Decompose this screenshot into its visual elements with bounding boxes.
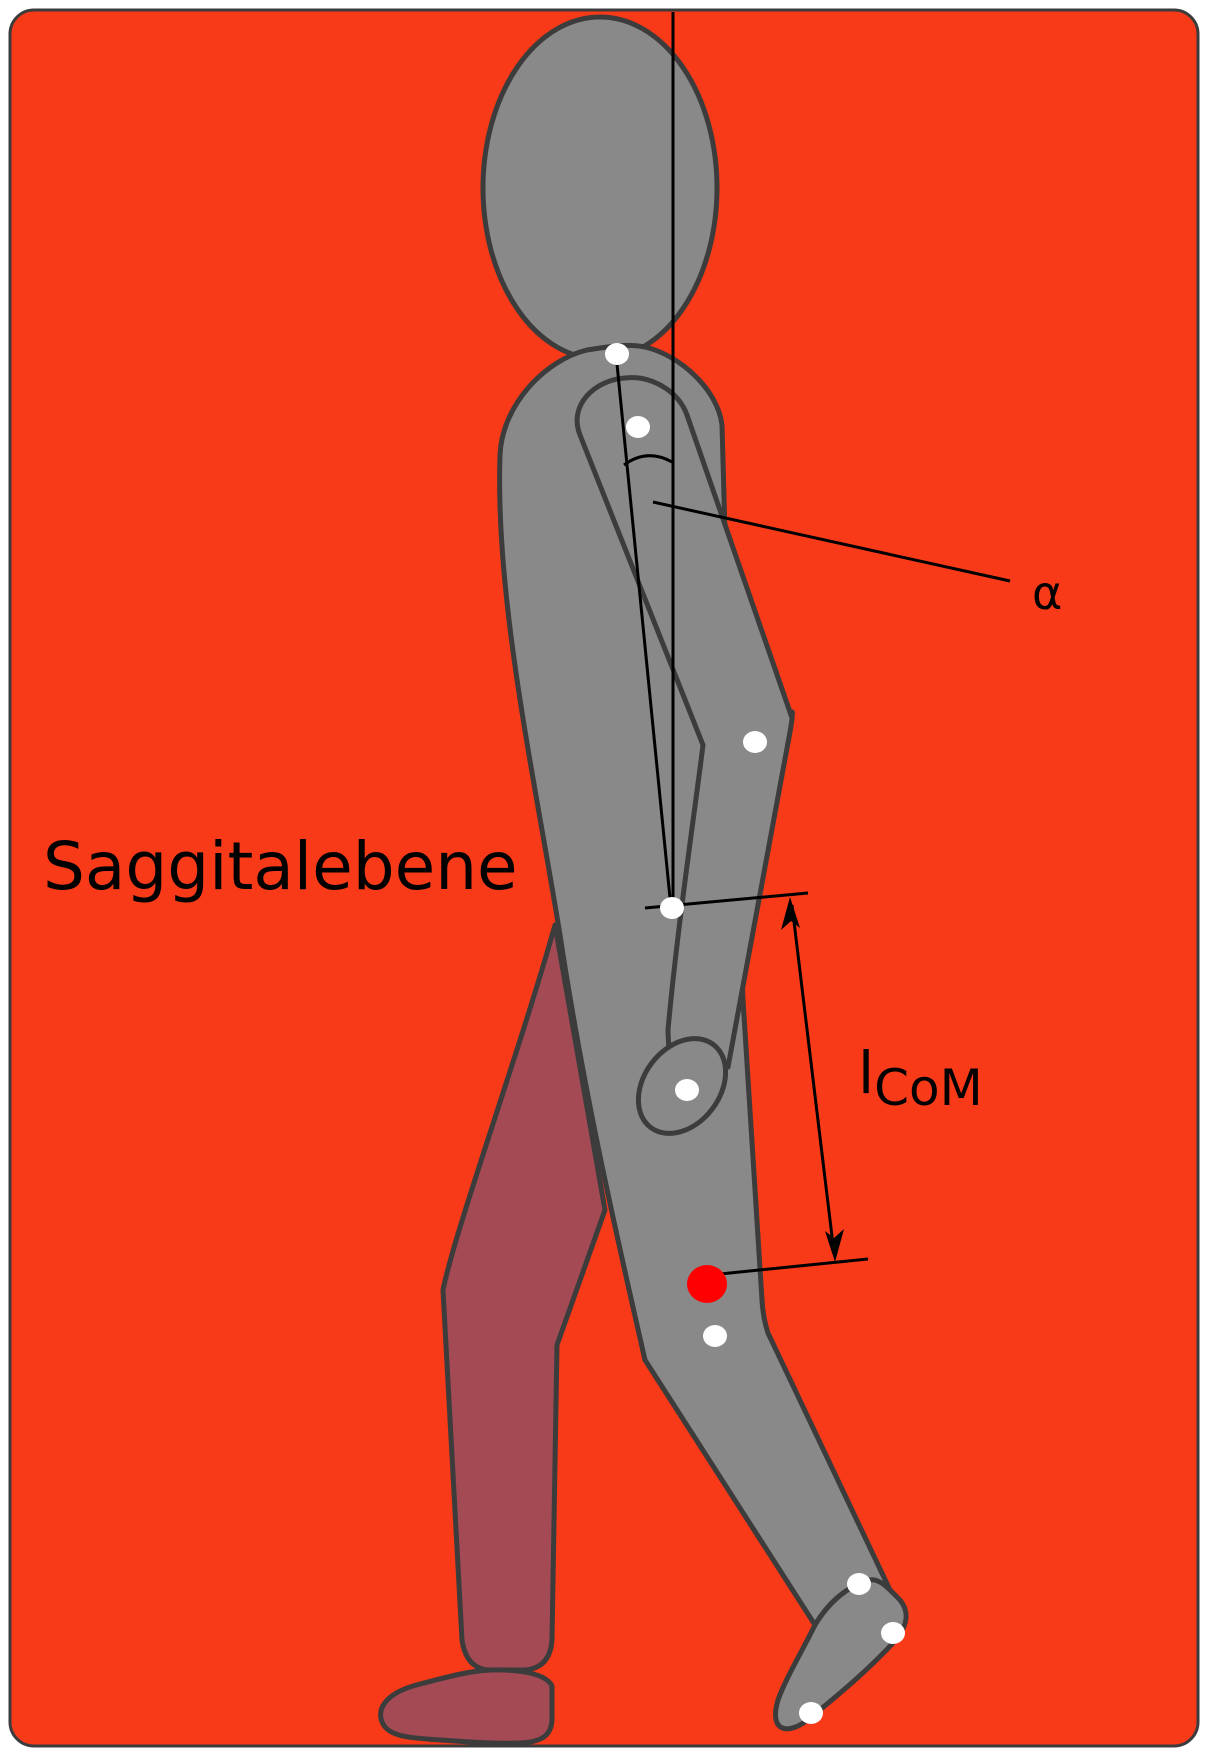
marker-toe [799, 1702, 823, 1724]
marker-hip [660, 897, 684, 919]
rear-foot [378, 1667, 555, 1746]
com-length-label-subscript: CoM [874, 1059, 983, 1117]
trunk-axis-line [614, 353, 673, 909]
marker-wrist [675, 1079, 699, 1101]
head [480, 14, 720, 362]
com-reference-line [719, 1257, 869, 1276]
arm [574, 375, 795, 1070]
marker-knee [703, 1325, 727, 1347]
arrow-head-top [781, 897, 800, 930]
angle-arc [623, 454, 673, 467]
com-length-label-main: l [858, 1039, 874, 1107]
com-distance-arrow [790, 904, 836, 1254]
alpha-leader-line [652, 500, 1011, 583]
com-length-label: lCoM [858, 1039, 983, 1117]
center-of-mass-marker [687, 1265, 727, 1303]
marker-heel [881, 1622, 905, 1644]
rear-leg [440, 922, 608, 1673]
marker-shoulder [626, 416, 650, 438]
marker-elbow [743, 731, 767, 753]
plane-label: Saggitalebene [43, 828, 518, 905]
marker-neck [605, 343, 629, 365]
arrow-head-bottom [825, 1229, 844, 1262]
marker-ankle [847, 1573, 871, 1595]
angle-label: α [1032, 566, 1062, 620]
